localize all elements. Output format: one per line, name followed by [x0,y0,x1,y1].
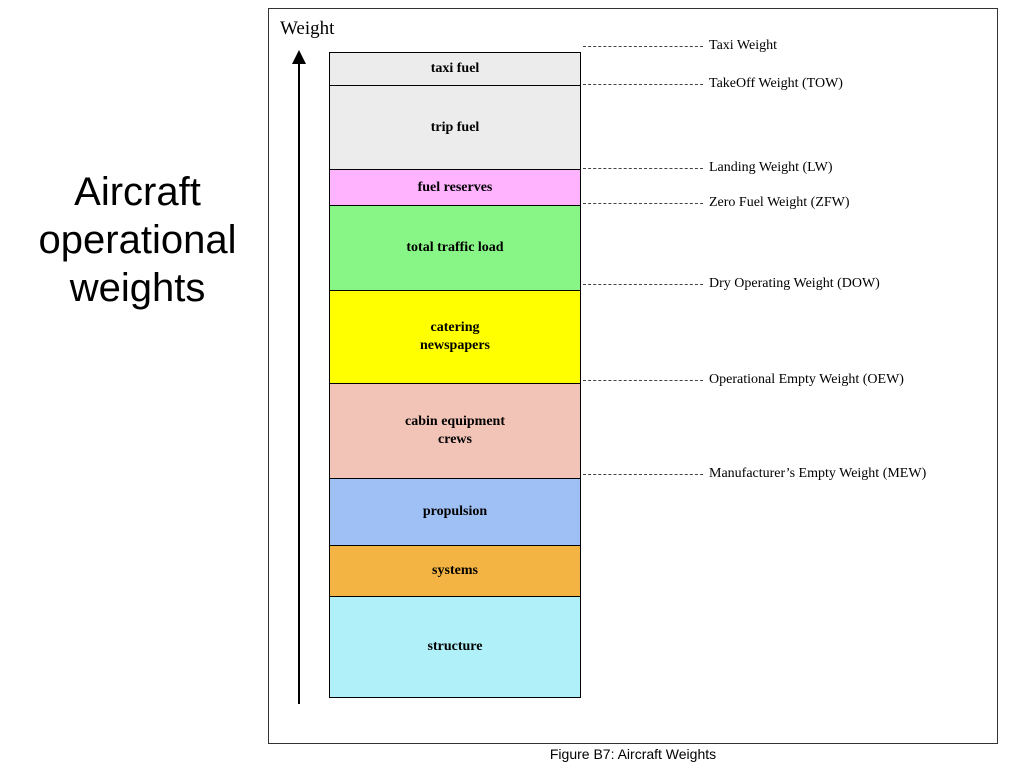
block-label: catering [430,320,480,335]
block-label: newspapers [419,338,490,353]
block-structure: structure [329,596,581,698]
slide-title: Aircraft operational weights [10,168,265,312]
arrow-up-icon [292,50,306,64]
weight-text: Taxi Weight [709,38,778,53]
block-fuel-reserves: fuel reserves [329,169,581,206]
block-total-traffic-load: total traffic load [329,205,581,291]
dashed-leader [583,167,703,169]
weight-label-tow: TakeOff Weight (TOW) [583,75,843,93]
block-label: cabin equipment [405,414,505,429]
weight-axis-line [298,62,300,704]
weight-text: Landing Weight (LW) [709,160,833,175]
block-label: trip fuel [430,119,480,135]
block-label: propulsion [422,504,488,519]
dashed-leader [583,202,703,204]
block-label: systems [432,563,478,578]
block-label: crews [438,432,472,447]
weight-label-dow: Dry Operating Weight (DOW) [583,275,880,293]
slide-title-line: operational [38,218,237,262]
dashed-leader [583,283,703,285]
dashed-leader [583,45,703,47]
weight-label-lw: Landing Weight (LW) [583,159,833,177]
block-label: structure [427,639,483,654]
block-label: total traffic load [406,240,504,255]
weight-label-mew: Manufacturer’s Empty Weight (MEW) [583,465,926,483]
weight-label-oew: Operational Empty Weight (OEW) [583,371,904,389]
block-trip-fuel: trip fuel [329,85,581,170]
weight-text: Zero Fuel Weight (ZFW) [709,195,850,210]
block-systems: systems [329,545,581,597]
block-label: fuel reserves [417,179,493,195]
axis-label: Weight [280,18,335,39]
weight-text: Operational Empty Weight (OEW) [709,372,904,387]
slide-title-line: Aircraft [74,170,201,214]
block-label: taxi fuel [430,61,480,76]
figure-frame [268,8,998,744]
weight-label-taxi: Taxi Weight [583,37,777,55]
weight-label-zfw: Zero Fuel Weight (ZFW) [583,194,850,212]
dashed-leader [583,83,703,85]
weight-text: Manufacturer’s Empty Weight (MEW) [709,466,927,481]
figure-caption: Figure B7: Aircraft Weights [549,746,717,762]
slide-title-line: weights [69,266,206,310]
block-taxi-fuel: taxi fuel [329,52,581,86]
weight-text: Dry Operating Weight (DOW) [709,276,880,291]
dashed-leader [583,379,703,381]
weight-stack: taxi fuel trip fuel fuel reserves total … [329,52,583,698]
block-catering-newspapers: catering newspapers [329,290,581,384]
dashed-leader [583,473,703,475]
block-cabin-equipment-crews: cabin equipment crews [329,383,581,479]
block-propulsion: propulsion [329,478,581,546]
weight-text: TakeOff Weight (TOW) [709,76,843,91]
